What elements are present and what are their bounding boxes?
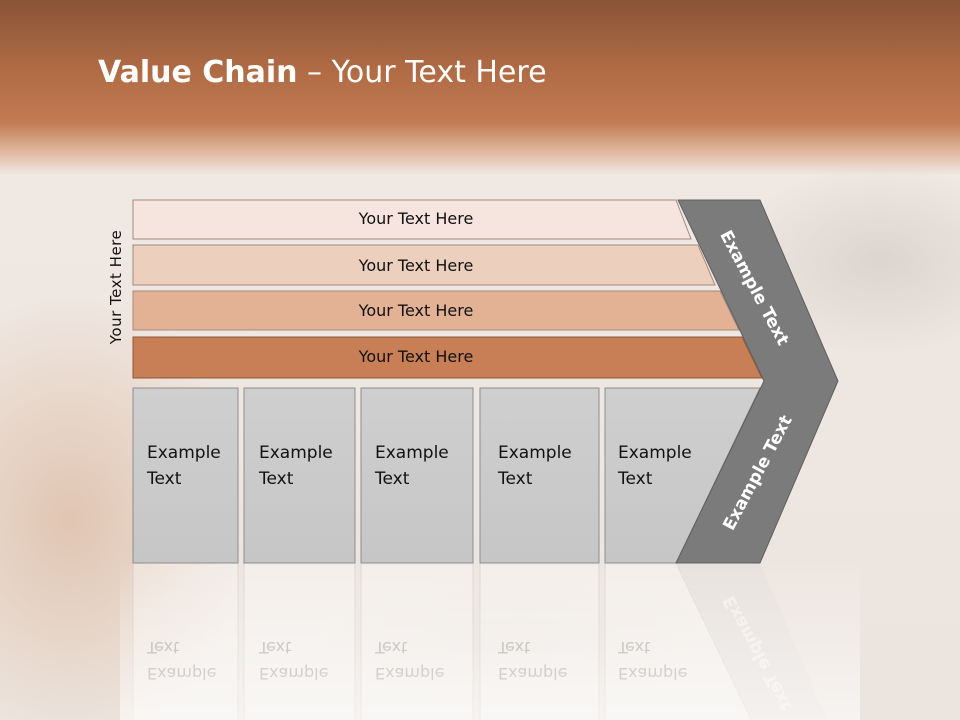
title-rest: – Your Text Here — [297, 55, 547, 90]
bar-4 — [132, 336, 763, 379]
cell-3-line1: Example — [375, 443, 449, 463]
bar-1 — [132, 199, 692, 240]
cell-3 — [360, 387, 474, 564]
cell-2-line2: Text — [258, 469, 294, 489]
cell-4-line1: Example — [498, 443, 572, 463]
slide-title: Value Chain – Your Text Here — [98, 55, 547, 90]
cell-2-line1: Example — [259, 443, 333, 463]
cell-4-line2: Text — [497, 469, 533, 489]
bar-2 — [132, 244, 716, 286]
bar-3-label: Your Text Here — [358, 301, 474, 320]
bar-1-label: Your Text Here — [358, 209, 474, 228]
cell-3-line2: Text — [374, 469, 410, 489]
title-bold: Value Chain — [98, 55, 298, 90]
cell-1-line1: Example — [147, 443, 221, 463]
header-band — [0, 0, 960, 175]
chevron-arrow — [675, 199, 839, 564]
bar-2-label: Your Text Here — [358, 256, 474, 275]
bar-3 — [132, 290, 740, 331]
bar-4-label: Your Text Here — [358, 347, 474, 366]
cell-5-line1: Example — [618, 443, 692, 463]
cell-1 — [132, 387, 239, 564]
cell-2 — [243, 387, 356, 564]
cell-5-line2: Text — [617, 469, 653, 489]
cell-1-line2: Text — [146, 469, 182, 489]
reflection-fade — [120, 564, 860, 720]
cell-4 — [479, 387, 600, 564]
